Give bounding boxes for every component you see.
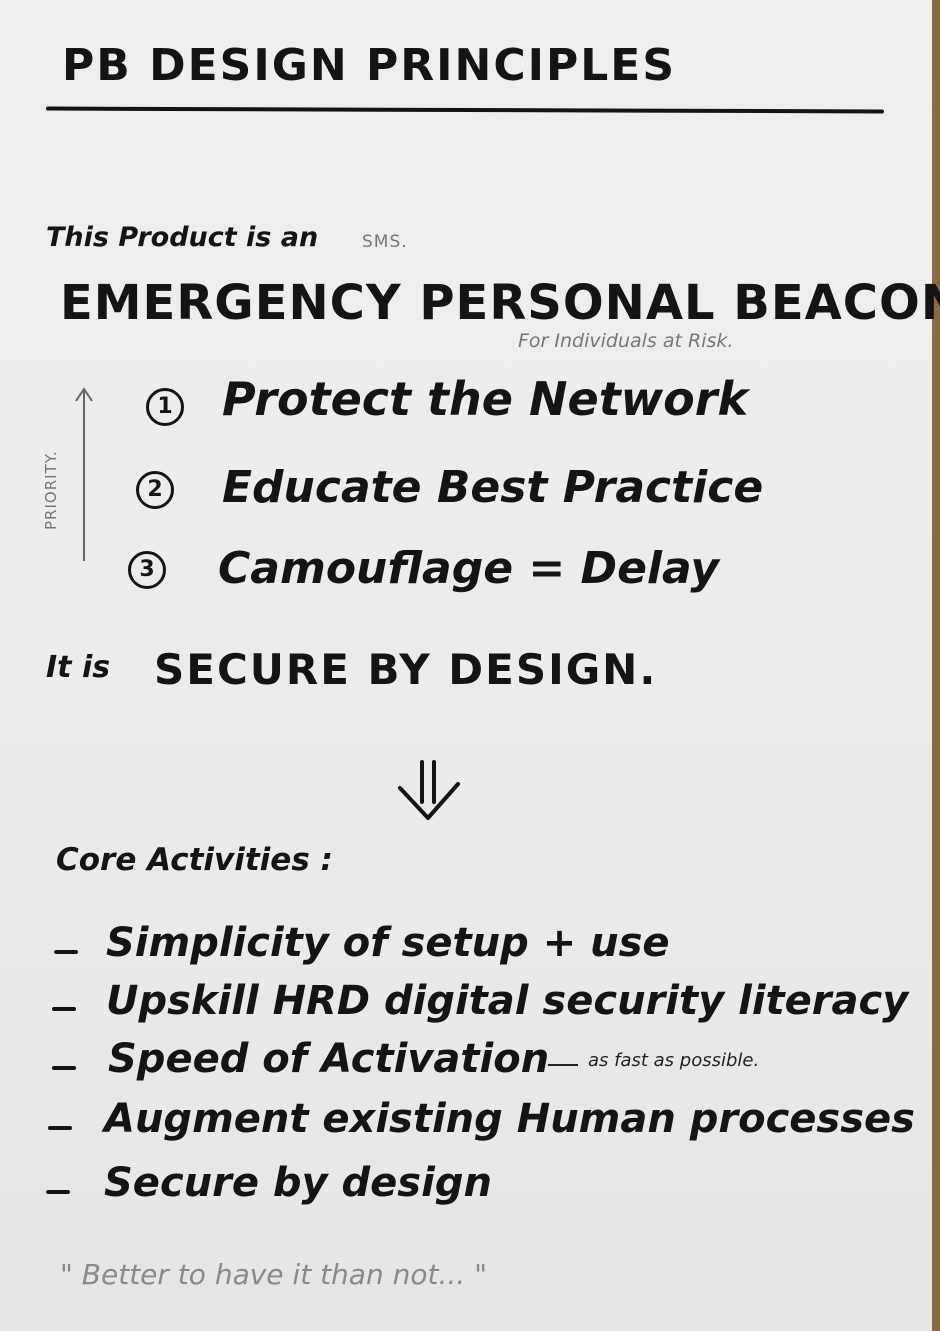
activity-item: Speed of Activation: [108, 1036, 550, 1082]
product-headline: EMERGENCY PERSONAL BEACON.: [60, 275, 940, 331]
title-underline: [45, 106, 885, 114]
up-arrow-icon: [75, 387, 93, 561]
intro-text: This Product is an: [46, 222, 319, 253]
bullet-dash: [54, 950, 78, 954]
intro-sms-note: SMS.: [362, 232, 408, 252]
principle-number-3: 3: [128, 551, 166, 589]
activity-item: Secure by design: [104, 1160, 492, 1206]
activity-item: Upskill HRD digital security literacy: [106, 978, 909, 1024]
principle-number-1: 1: [146, 388, 184, 426]
priority-label: PRIORITY.: [42, 450, 60, 530]
bullet-dash: [52, 1066, 76, 1070]
double-down-arrow-icon: [398, 760, 460, 820]
page-title: PB DESIGN PRINCIPLES: [62, 40, 677, 91]
product-subtitle: For Individuals at Risk.: [518, 330, 734, 352]
activity-item: Simplicity of setup + use: [106, 920, 670, 966]
closing-quote: " Better to have it than not... ": [60, 1258, 487, 1291]
principle-2: Educate Best Practice: [222, 462, 764, 513]
secure-by-design-heading: SECURE BY DESIGN.: [154, 645, 658, 694]
activity-item: Augment existing Human processes: [104, 1096, 915, 1142]
principle-number-2: 2: [136, 471, 174, 509]
secure-prefix: It is: [46, 650, 111, 685]
bullet-dash: [48, 1126, 72, 1130]
principle-1: Protect the Network: [222, 372, 749, 426]
core-activities-heading: Core Activities :: [56, 842, 333, 878]
principle-3: Camouflage = Delay: [218, 543, 720, 594]
bullet-dash: [46, 1190, 70, 1194]
bullet-dash: [52, 1007, 76, 1011]
activity-note: as fast as possible.: [588, 1050, 760, 1071]
note-dash: [548, 1064, 578, 1066]
